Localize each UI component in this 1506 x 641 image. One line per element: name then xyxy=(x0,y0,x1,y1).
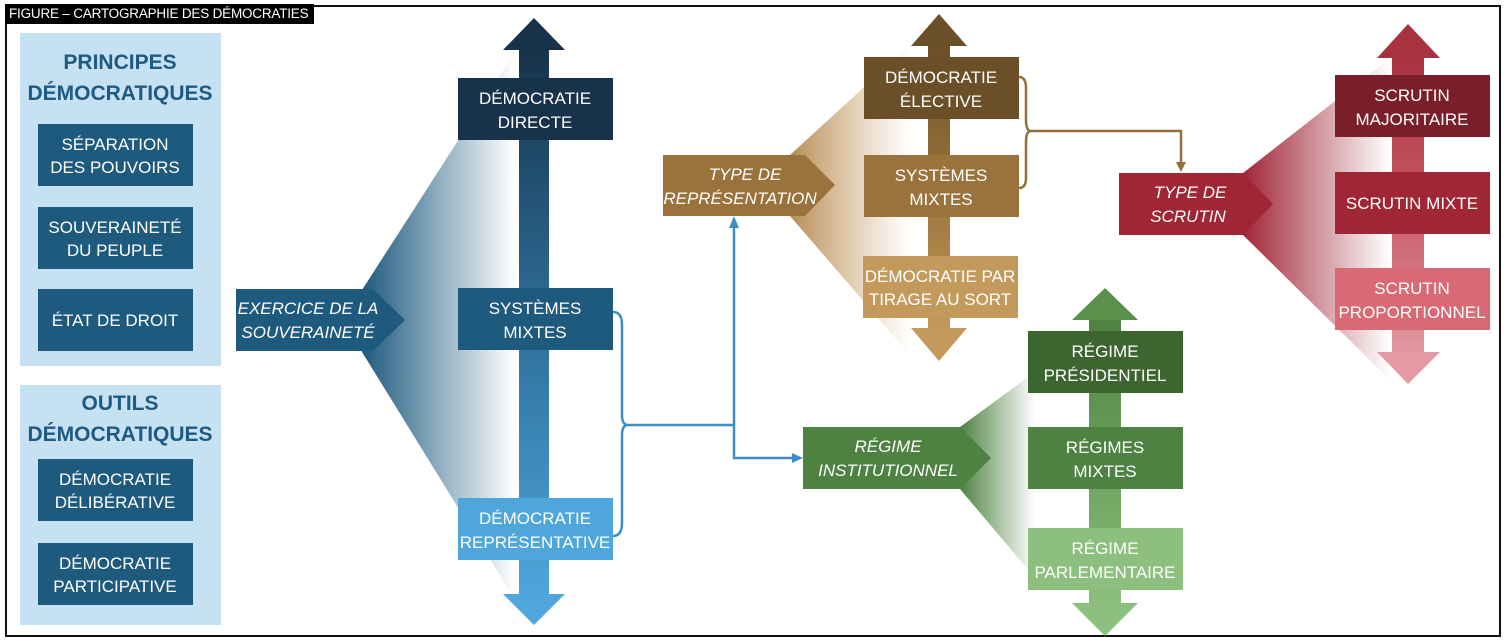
representation-label[interactable]: TYPE DE REPRÉSENTATION xyxy=(663,155,835,216)
svg-text:MIXTES: MIXTES xyxy=(1073,462,1136,481)
souverainete-group: EXERCICE DE LA SOUVERAINETÉ DÉMOCRATIE D… xyxy=(236,18,613,625)
item-regimes-mixtes[interactable]: RÉGIMES MIXTES xyxy=(1028,427,1183,489)
svg-text:SOUVERAINETÉ: SOUVERAINETÉ xyxy=(48,218,181,237)
svg-text:SCRUTIN: SCRUTIN xyxy=(1374,279,1450,298)
item-democratie-directe[interactable]: DÉMOCRATIE DIRECTE xyxy=(458,78,613,140)
svg-text:EXERCICE DE LA: EXERCICE DE LA xyxy=(238,299,379,318)
svg-text:REPRÉSENTATIVE: REPRÉSENTATIVE xyxy=(460,533,611,552)
regime-fan xyxy=(960,372,1035,578)
svg-text:TYPE DE: TYPE DE xyxy=(709,165,782,184)
svg-text:DÉMOCRATIE: DÉMOCRATIE xyxy=(885,68,997,87)
souverainete-label[interactable]: EXERCICE DE LA SOUVERAINETÉ xyxy=(236,289,405,351)
svg-text:PRÉSIDENTIEL: PRÉSIDENTIEL xyxy=(1044,366,1167,385)
outils-heading-line2: DÉMOCRATIQUES xyxy=(27,423,212,446)
svg-text:PARLEMENTAIRE: PARLEMENTAIRE xyxy=(1034,563,1175,582)
svg-text:MAJORITAIRE: MAJORITAIRE xyxy=(1355,110,1468,129)
svg-text:SYSTÈMES: SYSTÈMES xyxy=(489,299,582,318)
svg-text:INSTITUTIONNEL: INSTITUTIONNEL xyxy=(818,461,958,480)
svg-text:MIXTES: MIXTES xyxy=(909,190,972,209)
svg-text:RÉGIME: RÉGIME xyxy=(1071,342,1138,361)
connector-representation xyxy=(1018,75,1186,190)
principe-item-etat-de-droit[interactable]: ÉTAT DE DROIT xyxy=(38,289,193,351)
item-regime-presidentiel[interactable]: RÉGIME PRÉSIDENTIEL xyxy=(1028,331,1183,393)
outil-item-deliberative[interactable]: DÉMOCRATIE DÉLIBÉRATIVE xyxy=(38,459,193,521)
svg-text:DU PEUPLE: DU PEUPLE xyxy=(67,241,163,260)
arrow-up-to-representation-icon xyxy=(729,216,739,228)
svg-text:PROPORTIONNEL: PROPORTIONNEL xyxy=(1338,303,1485,322)
item-scrutin-proportionnel[interactable]: SCRUTIN PROPORTIONNEL xyxy=(1335,268,1490,330)
svg-text:SÉPARATION: SÉPARATION xyxy=(61,135,168,154)
svg-text:PARTICIPATIVE: PARTICIPATIVE xyxy=(53,577,176,596)
scrutin-group: TYPE DE SCRUTIN SCRUTIN MAJORITAIRE SCRU… xyxy=(1119,24,1490,384)
svg-text:SYSTÈMES: SYSTÈMES xyxy=(895,166,988,185)
item-systemes-mixtes-souverainete[interactable]: SYSTÈMES MIXTES xyxy=(458,288,613,350)
figure-frame xyxy=(5,5,1501,637)
svg-text:SCRUTIN: SCRUTIN xyxy=(1150,207,1226,226)
item-regime-parlementaire[interactable]: RÉGIME PARLEMENTAIRE xyxy=(1028,528,1183,590)
item-democratie-elective[interactable]: DÉMOCRATIE ÉLECTIVE xyxy=(864,57,1019,119)
outil-item-participative[interactable]: DÉMOCRATIE PARTICIPATIVE xyxy=(38,543,193,605)
figure-title: FIGURE – CARTOGRAPHIE DES DÉMOCRATIES xyxy=(5,4,315,24)
item-systemes-mixtes-representation[interactable]: SYSTÈMES MIXTES xyxy=(864,155,1019,217)
svg-text:DÉMOCRATIE PAR: DÉMOCRATIE PAR xyxy=(865,267,1016,286)
svg-text:DÉMOCRATIE: DÉMOCRATIE xyxy=(479,509,591,528)
item-scrutin-majoritaire[interactable]: SCRUTIN MAJORITAIRE xyxy=(1335,75,1490,137)
svg-text:DÉMOCRATIE: DÉMOCRATIE xyxy=(59,554,171,573)
principe-item-separation[interactable]: SÉPARATION DES POUVOIRS xyxy=(38,124,193,186)
svg-text:REPRÉSENTATION: REPRÉSENTATION xyxy=(663,189,817,208)
svg-text:SCRUTIN: SCRUTIN xyxy=(1374,86,1450,105)
scrutin-label[interactable]: TYPE DE SCRUTIN xyxy=(1119,173,1273,235)
svg-text:MIXTES: MIXTES xyxy=(503,323,566,342)
principe-item-souverainete[interactable]: SOUVERAINETÉ DU PEUPLE xyxy=(38,207,193,269)
svg-text:SCRUTIN MIXTE: SCRUTIN MIXTE xyxy=(1346,194,1478,213)
svg-text:DIRECTE: DIRECTE xyxy=(498,113,573,132)
svg-text:ÉTAT DE DROIT: ÉTAT DE DROIT xyxy=(52,311,179,330)
svg-text:RÉGIMES: RÉGIMES xyxy=(1066,438,1144,457)
principes-heading-line2: DÉMOCRATIQUES xyxy=(27,82,212,105)
svg-text:DÉMOCRATIE: DÉMOCRATIE xyxy=(479,89,591,108)
regime-label[interactable]: RÉGIME INSTITUTIONNEL xyxy=(803,427,991,489)
arrow-down-to-scrutin-icon xyxy=(1176,162,1186,172)
principes-panel: PRINCIPES DÉMOCRATIQUES SÉPARATION DES P… xyxy=(20,33,221,366)
item-scrutin-mixte[interactable]: SCRUTIN MIXTE xyxy=(1335,172,1490,234)
outils-heading-line1: OUTILS xyxy=(82,392,159,415)
svg-text:TYPE DE: TYPE DE xyxy=(1154,183,1227,202)
svg-text:RÉGIME: RÉGIME xyxy=(854,437,922,456)
representation-group: TYPE DE REPRÉSENTATION DÉMOCRATIE ÉLECTI… xyxy=(663,14,1019,361)
svg-text:DÉLIBÉRATIVE: DÉLIBÉRATIVE xyxy=(55,493,176,512)
principes-heading-line1: PRINCIPES xyxy=(63,51,176,74)
regime-group: RÉGIME INSTITUTIONNEL RÉGIME PRÉSIDENTIE… xyxy=(803,288,1183,636)
svg-text:SOUVERAINETÉ: SOUVERAINETÉ xyxy=(241,323,375,342)
svg-text:TIRAGE AU SORT: TIRAGE AU SORT xyxy=(869,290,1011,309)
souverainete-fan xyxy=(362,52,515,600)
item-democratie-representative[interactable]: DÉMOCRATIE REPRÉSENTATIVE xyxy=(458,498,613,560)
arrow-right-to-regime-icon xyxy=(792,453,803,463)
connector-souverainete xyxy=(612,216,803,538)
outils-panel: OUTILS DÉMOCRATIQUES DÉMOCRATIE DÉLIBÉRA… xyxy=(20,385,221,625)
item-democratie-tirage-au-sort[interactable]: DÉMOCRATIE PAR TIRAGE AU SORT xyxy=(863,256,1018,318)
svg-text:ÉLECTIVE: ÉLECTIVE xyxy=(900,92,982,111)
svg-text:DÉMOCRATIE: DÉMOCRATIE xyxy=(59,470,171,489)
svg-text:RÉGIME: RÉGIME xyxy=(1071,539,1138,558)
svg-text:DES POUVOIRS: DES POUVOIRS xyxy=(50,158,179,177)
